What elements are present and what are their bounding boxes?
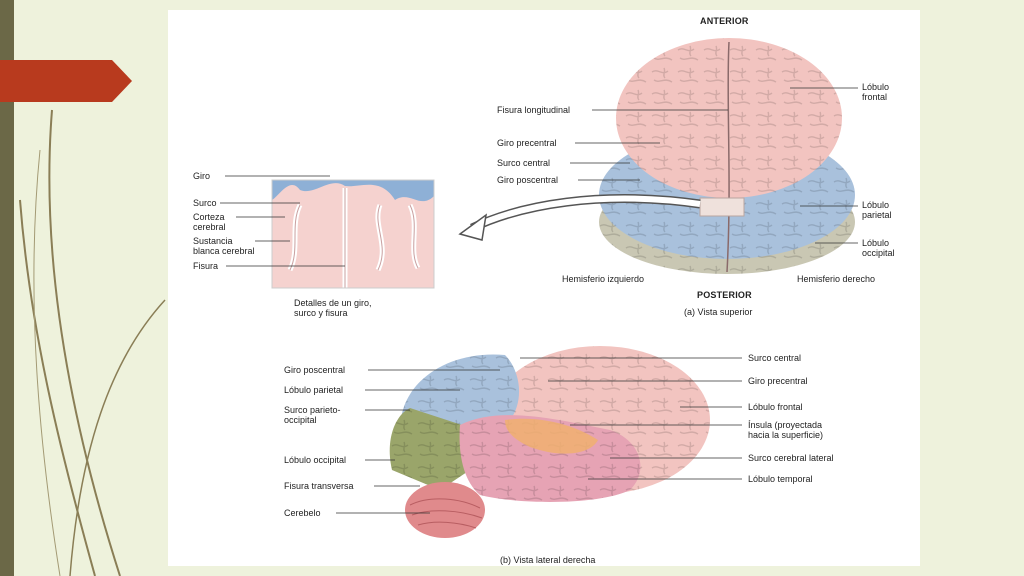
label-lobulo-occipital-2: occipital bbox=[862, 248, 895, 258]
label-lobulo-occipital-1: Lóbulo bbox=[862, 238, 890, 248]
label-sustancia-1: Sustancia bbox=[193, 236, 233, 246]
label-surco-parieto-2: occipital bbox=[284, 415, 317, 425]
label-hemisferio-derecho: Hemisferio derecho bbox=[797, 274, 876, 284]
label-insula-2: hacia la superficie) bbox=[748, 430, 824, 440]
label-surco-lateral: Surco cerebral lateral bbox=[748, 453, 834, 463]
label-lobulo-parietal-2: parietal bbox=[862, 210, 892, 220]
caption-vista-lateral: (b) Vista lateral derecha bbox=[500, 555, 596, 565]
caption-detalles-1: Detalles de un giro, bbox=[294, 298, 372, 308]
gyrus-detail bbox=[271, 179, 435, 289]
left-decorative-band bbox=[0, 0, 14, 576]
label-anterior: ANTERIOR bbox=[700, 16, 749, 26]
label-hemisferio-izquierdo: Hemisferio izquierdo bbox=[562, 274, 645, 284]
label-fisura: Fisura bbox=[193, 261, 219, 271]
decorative-swirl-lines bbox=[19, 109, 166, 576]
label-corteza-1: Corteza bbox=[193, 212, 225, 222]
label-giro-precentral-sup: Giro precentral bbox=[497, 138, 557, 148]
label-surco-central-lat: Surco central bbox=[748, 353, 802, 363]
label-corteza-2: cerebral bbox=[193, 222, 226, 232]
detail-arrow bbox=[458, 194, 701, 241]
label-fisura-transversa: Fisura transversa bbox=[284, 481, 354, 491]
label-giro-poscentral-lat: Giro poscentral bbox=[284, 365, 346, 375]
label-cerebelo: Cerebelo bbox=[284, 508, 321, 518]
label-lobulo-frontal-1: Lóbulo bbox=[862, 82, 890, 92]
caption-vista-superior: (a) Vista superior bbox=[684, 307, 753, 317]
label-surco-parieto-1: Surco parieto- bbox=[284, 405, 341, 415]
label-fisura-longitudinal: Fisura longitudinal bbox=[497, 105, 571, 115]
label-sustancia-2: blanca cerebral bbox=[193, 246, 255, 256]
label-insula-1: Ínsula (proyectada bbox=[748, 420, 823, 430]
label-giro-poscentral-sup: Giro poscentral bbox=[497, 175, 559, 185]
label-lobulo-parietal-1: Lóbulo bbox=[862, 200, 890, 210]
label-lobulo-temporal: Lóbulo temporal bbox=[748, 474, 813, 484]
label-giro-precentral-lat: Giro precentral bbox=[748, 376, 808, 386]
label-surco: Surco bbox=[193, 198, 217, 208]
label-lobulo-occipital-lat: Lóbulo occipital bbox=[284, 455, 347, 465]
caption-detalles-2: surco y fisura bbox=[294, 308, 348, 318]
label-lobulo-parietal-lat: Lóbulo parietal bbox=[284, 385, 344, 395]
superior-view-brain bbox=[599, 38, 855, 274]
label-lobulo-frontal-2: frontal bbox=[862, 92, 888, 102]
label-lobulo-frontal-lat: Lóbulo frontal bbox=[748, 402, 803, 412]
red-arrow-tab bbox=[0, 60, 132, 102]
lateral-view-brain bbox=[389, 346, 710, 538]
label-surco-central-sup: Surco central bbox=[497, 158, 551, 168]
label-posterior: POSTERIOR bbox=[697, 290, 752, 300]
label-giro: Giro bbox=[193, 171, 211, 181]
